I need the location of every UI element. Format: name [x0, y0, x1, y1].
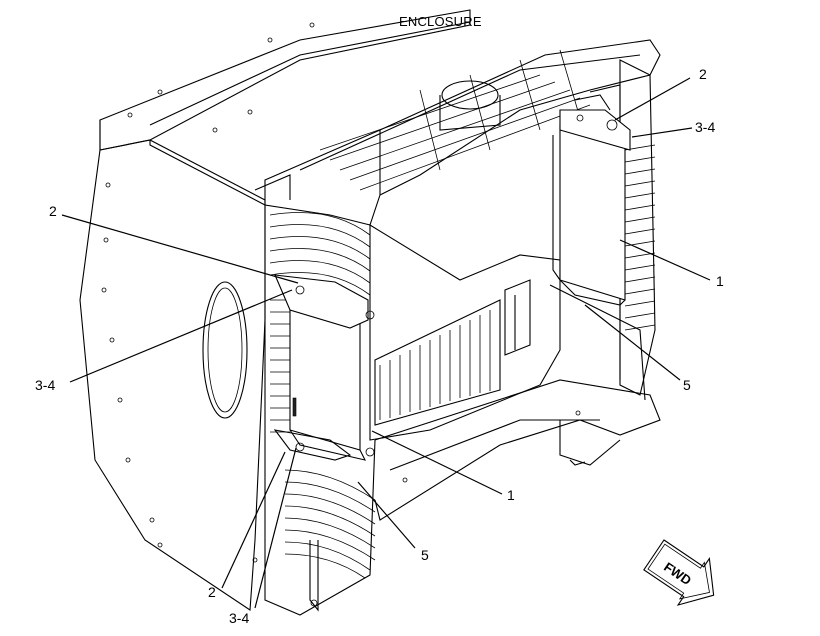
fwd-arrow-icon: [643, 539, 715, 606]
callout-5-right: 5: [683, 377, 691, 393]
diagram-title: ENCLOSURE: [399, 14, 482, 29]
callout-3-4-left: 3-4: [35, 377, 56, 393]
callout-2-bottom: 2: [208, 584, 216, 600]
left-fin-stack: [264, 205, 376, 616]
right-fin-stack: [624, 144, 656, 331]
callout-1-right: 1: [716, 273, 724, 289]
callout-2-left-upper: 2: [49, 203, 57, 219]
leader-lines: [61, 77, 711, 609]
rear-wall: [369, 224, 561, 441]
callout-3-4-right: 3-4: [695, 119, 716, 135]
lower-frame: [309, 284, 661, 612]
callout-5-center: 5: [421, 547, 429, 563]
left-cooler: [273, 274, 375, 461]
left-side-panel: [79, 9, 471, 611]
callout-3-4-bottom: 3-4: [229, 610, 250, 626]
callout-2-right: 2: [699, 66, 707, 82]
right-cooler: [552, 94, 631, 306]
callout-1-center: 1: [507, 487, 515, 503]
